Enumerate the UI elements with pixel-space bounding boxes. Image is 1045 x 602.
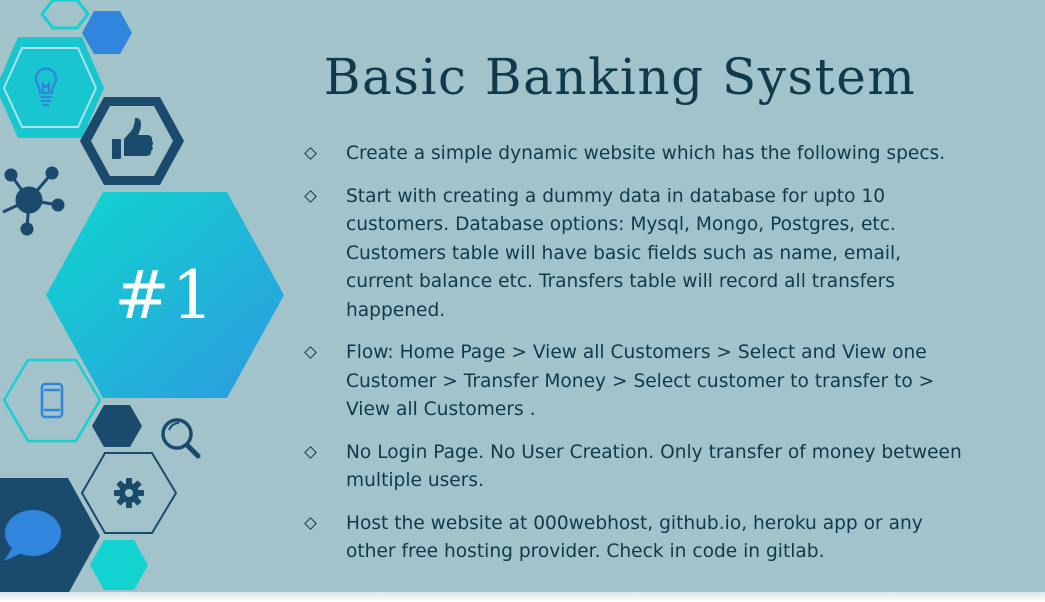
diamond-bullet-icon — [304, 346, 317, 359]
spec-text: Start with creating a dummy data in data… — [346, 185, 902, 321]
list-item: Host the website at 000webhost, github.i… — [300, 510, 970, 567]
page-title: Basic Banking System — [323, 48, 917, 106]
hexagon-gear — [80, 452, 178, 534]
thumbs-up-icon — [112, 117, 153, 159]
slide-shadow — [0, 592, 1045, 602]
hexagon-badge — [46, 192, 284, 398]
spec-text: Flow: Home Page > View all Customers > S… — [346, 342, 935, 420]
list-item: Create a simple dynamic website which ha… — [300, 140, 970, 169]
diamond-bullet-icon — [304, 445, 317, 459]
hexagon-blue-small — [82, 11, 132, 54]
hexagon-cyan-bottom — [90, 540, 148, 590]
diamond-bullet-icon — [304, 516, 317, 530]
spec-text: Create a simple dynamic website which ha… — [346, 143, 946, 164]
list-item: No Login Page. No User Creation. Only tr… — [300, 439, 970, 496]
hexagon-smartphone — [2, 358, 102, 443]
list-item: Start with creating a dummy data in data… — [300, 183, 970, 326]
lightbulb-icon — [34, 67, 58, 107]
hexagon-decoration — [0, 0, 284, 592]
search-icon — [161, 418, 201, 459]
badge-number: #1 — [114, 256, 216, 334]
diamond-bullet-icon — [304, 147, 317, 160]
spec-text: No Login Page. No User Creation. Only tr… — [346, 441, 962, 492]
smartphone-icon — [40, 382, 64, 419]
spec-list: Create a simple dynamic website which ha… — [300, 140, 970, 581]
list-item: Flow: Home Page > View all Customers > S… — [300, 339, 970, 425]
hexagon-outline-small — [40, 0, 90, 30]
gear-icon — [114, 478, 144, 508]
chat-bubble-icon — [4, 510, 61, 561]
spec-text: Host the website at 000webhost, github.i… — [346, 512, 923, 563]
hexagon-navy-small — [92, 405, 142, 447]
network-icon — [2, 166, 65, 236]
diamond-bullet-icon — [304, 189, 317, 203]
